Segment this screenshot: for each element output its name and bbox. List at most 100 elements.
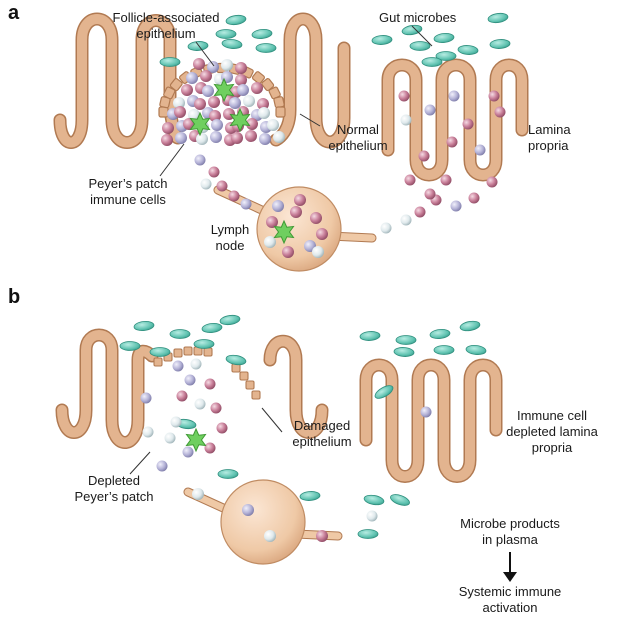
lymph-node-b bbox=[220, 479, 306, 565]
villus-a-normal bbox=[383, 60, 527, 180]
immune-cell bbox=[207, 61, 219, 73]
immune-cell bbox=[161, 134, 173, 146]
immune-cell bbox=[290, 206, 302, 218]
damaged-epithelium-block bbox=[231, 363, 241, 373]
gut-microbe bbox=[219, 314, 241, 326]
immune-cell bbox=[208, 166, 220, 178]
immune-cell bbox=[450, 200, 462, 212]
gut-microbe bbox=[433, 345, 455, 355]
immune-cell bbox=[204, 378, 216, 390]
immune-cell bbox=[264, 236, 276, 248]
gut-microbe bbox=[217, 469, 239, 479]
gut-microbe bbox=[169, 329, 191, 339]
immune-cell bbox=[170, 416, 182, 428]
immune-cell bbox=[242, 504, 254, 516]
damaged-epithelium-block bbox=[251, 390, 261, 400]
gut-microbe bbox=[390, 494, 410, 506]
follicle-epithelium-block bbox=[251, 71, 265, 85]
gut-microbe bbox=[457, 45, 479, 55]
immune-cell bbox=[414, 206, 426, 218]
leader-follicle bbox=[195, 41, 215, 67]
immune-cell bbox=[245, 130, 257, 142]
immune-cell bbox=[175, 132, 187, 144]
gut-microbe bbox=[357, 529, 379, 539]
immune-cell bbox=[448, 90, 460, 102]
damaged-epithelium-block bbox=[173, 348, 183, 358]
immune-cell bbox=[418, 150, 430, 162]
immune-cell bbox=[140, 392, 152, 404]
immune-cell bbox=[468, 192, 480, 204]
gut-microbe bbox=[435, 51, 457, 61]
label-depleted-peyers-patch: Depleted Peyer’s patch bbox=[74, 473, 154, 504]
immune-cell bbox=[193, 58, 205, 70]
gut-microbe bbox=[159, 57, 181, 67]
immune-cell bbox=[194, 398, 206, 410]
immune-cell bbox=[182, 446, 194, 458]
leader-peyers-patch bbox=[159, 143, 185, 177]
gut-microbe bbox=[299, 491, 321, 501]
immune-cell bbox=[398, 90, 410, 102]
immune-cell bbox=[174, 106, 186, 118]
leader-normal-epithelium bbox=[299, 113, 321, 127]
immune-cell bbox=[258, 107, 270, 119]
label-follicle-associated-epithelium: Follicle-associated epithelium bbox=[112, 10, 220, 41]
immune-cell bbox=[282, 246, 294, 258]
dendritic-cell bbox=[189, 111, 211, 137]
follicle-epithelium-block bbox=[273, 96, 285, 109]
damaged-epithelium-block bbox=[203, 347, 213, 357]
immune-cell bbox=[462, 118, 474, 130]
immune-cell bbox=[210, 131, 222, 143]
immune-cell bbox=[190, 358, 202, 370]
label-systemic-immune-activation: Systemic immune activation bbox=[458, 584, 562, 615]
immune-cell bbox=[294, 194, 306, 206]
immune-cell bbox=[184, 374, 196, 386]
gut-microbe bbox=[149, 347, 171, 357]
gut-microbe bbox=[374, 385, 394, 399]
immune-cell bbox=[235, 74, 247, 86]
immune-cell bbox=[173, 97, 185, 109]
immune-cell bbox=[176, 390, 188, 402]
immune-cell bbox=[400, 214, 412, 226]
dendritic-cell bbox=[213, 77, 235, 103]
immune-cell bbox=[235, 62, 247, 74]
gut-microbe bbox=[255, 43, 277, 53]
immune-cell bbox=[424, 104, 436, 116]
villus-a-right bbox=[271, 14, 349, 147]
immune-cell bbox=[204, 442, 216, 454]
damaged-epithelium-block bbox=[183, 346, 193, 356]
gut-microbe bbox=[459, 320, 481, 332]
gut-microbe bbox=[193, 339, 215, 349]
immune-cell bbox=[259, 133, 271, 145]
label-peyers-patch-immune-cells: Peyer’s patch immune cells bbox=[88, 176, 168, 207]
dendritic-cell bbox=[273, 219, 295, 245]
immune-cell bbox=[208, 96, 220, 108]
immune-cell bbox=[196, 133, 208, 145]
follicle-epithelium-block bbox=[275, 106, 286, 118]
leader-gut-microbes bbox=[411, 25, 433, 47]
label-gut-microbes: Gut microbes bbox=[379, 10, 457, 25]
gut-microbe bbox=[433, 33, 455, 43]
gut-microbe bbox=[409, 41, 431, 51]
immune-cell bbox=[267, 119, 279, 131]
immune-cell bbox=[221, 59, 233, 71]
panel-b-letter: b bbox=[8, 286, 21, 308]
immune-cell bbox=[194, 98, 206, 110]
immune-cell bbox=[156, 460, 168, 472]
immune-cell bbox=[310, 212, 322, 224]
immune-cell bbox=[312, 246, 324, 258]
immune-cell bbox=[209, 110, 221, 122]
label-normal-epithelium: Normal epithelium bbox=[328, 122, 388, 153]
immune-cell bbox=[243, 95, 255, 107]
immune-cell bbox=[264, 530, 276, 542]
gut-microbe bbox=[359, 331, 381, 341]
immune-cell bbox=[474, 144, 486, 156]
immune-cell bbox=[211, 119, 223, 131]
immune-cell bbox=[446, 136, 458, 148]
immune-cell bbox=[440, 174, 452, 186]
label-damaged-epithelium: Damaged epithelium bbox=[292, 418, 352, 449]
immune-cell bbox=[494, 106, 506, 118]
follicle-epithelium-block bbox=[163, 86, 176, 100]
immune-cell bbox=[229, 97, 241, 109]
